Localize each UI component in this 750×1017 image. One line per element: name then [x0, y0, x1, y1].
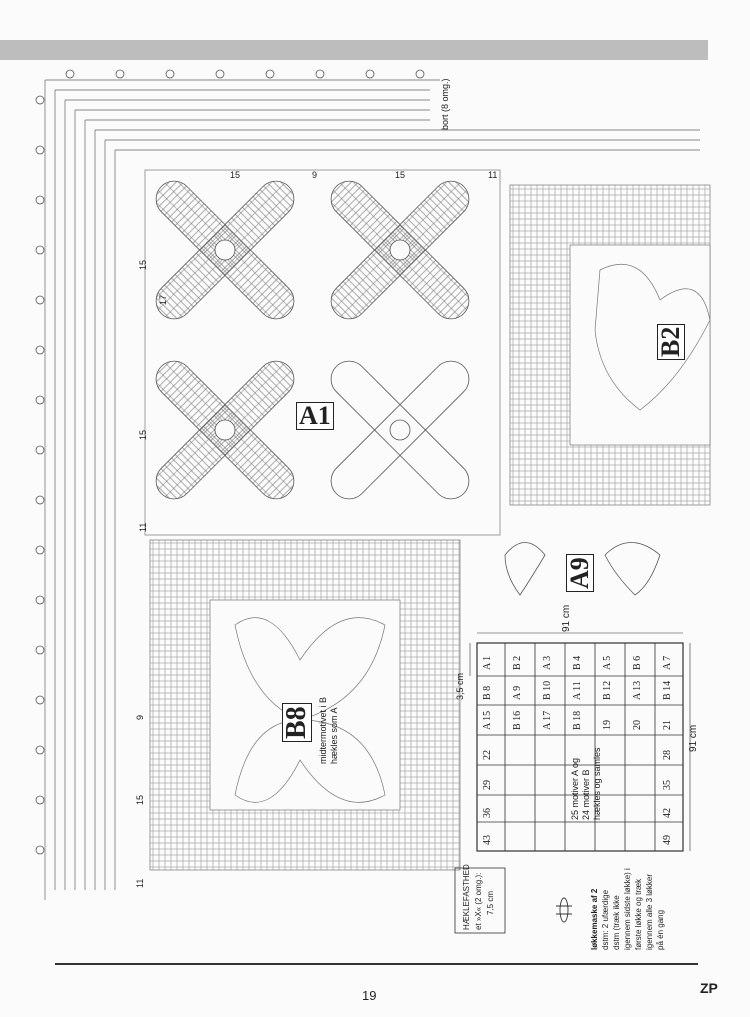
stitch-count: 11 [138, 522, 148, 532]
grid-cell: A 13 [632, 680, 643, 700]
grid-center-note-line1: 25 motiver A og [570, 757, 580, 820]
grid-cell: A 15 [482, 710, 493, 730]
grid-cell: 29 [482, 780, 493, 790]
motif-label-b8: B8 [281, 703, 312, 742]
motif-a1-group [144, 169, 501, 536]
grid-cell: A 9 [512, 685, 523, 700]
grid-center-note-line2: 24 motiver B [581, 769, 591, 820]
legend-line4: igennem sidste løkke) i [623, 868, 632, 950]
center-motif-note-line1: midtermotivet i B [318, 696, 328, 764]
motif-label-a9: A9 [565, 554, 594, 592]
stitch-count: 11 [135, 878, 145, 888]
grid-cell: A 11 [572, 681, 583, 700]
grid-cell: 35 [662, 780, 673, 790]
border-bands [44, 79, 700, 900]
grid-cell: B 10 [542, 680, 553, 700]
corner-mark: ZP [700, 980, 718, 996]
motif-label-b2: B2 [656, 323, 685, 360]
center-motif-note-line2: hækles som A [329, 707, 339, 764]
grid-cell: 28 [662, 750, 673, 760]
x-motif [155, 360, 295, 500]
footer-rule [55, 963, 698, 965]
grid-cell: 21 [662, 720, 673, 730]
grid-cell: B 4 [572, 655, 583, 670]
loop-stitch-symbol [556, 897, 572, 923]
gauge-line1: et »X« (2 omg.): [474, 872, 483, 930]
stitch-count: 15 [135, 794, 145, 805]
legend-line3: dstm (træk ikke [612, 895, 621, 950]
grid-cell: A 3 [542, 655, 553, 670]
page-number: 19 [362, 988, 377, 1003]
picot-edge-top [65, 69, 425, 79]
grid-cell: B 12 [602, 680, 613, 700]
grid-cell: 20 [632, 720, 643, 730]
motif-a9-hearts [504, 542, 661, 596]
grid-cell: A 7 [662, 655, 673, 670]
stitch-count: 11 [488, 170, 498, 180]
grid-cell-size-label: 3,5 cm [455, 672, 465, 700]
stitch-count: 9 [135, 714, 145, 720]
header-gray-band [0, 40, 708, 60]
motif-label-a1: A1 [296, 402, 334, 430]
legend-line7: på én gang [656, 909, 665, 950]
stitch-count: 9 [312, 170, 318, 180]
stitch-count: 15 [138, 429, 148, 440]
x-motif-outline [330, 360, 470, 500]
grid-cell: A 5 [602, 655, 613, 670]
legend-line2: dstm: 2 ufærdige [601, 889, 610, 950]
grid-cell: B 2 [512, 655, 523, 670]
grid-cell: 36 [482, 808, 493, 818]
stitch-count: 17 [158, 294, 168, 305]
grid-cell: 49 [662, 835, 673, 845]
border-label: bort (8 omg.) [440, 78, 450, 130]
grid-cell: 42 [662, 808, 673, 818]
grid-cell: B 8 [482, 685, 493, 700]
legend-line6: igennem alle 3 løkker [645, 873, 654, 950]
grid-width-label: 91 cm [561, 604, 572, 632]
grid-cell: A 1 [482, 655, 493, 670]
x-motif [330, 180, 470, 320]
layout-grid [469, 632, 691, 852]
gauge-box [454, 867, 506, 934]
stitch-count: 15 [395, 170, 406, 180]
gauge-line2: 7,5 cm [486, 890, 495, 915]
grid-cell: 19 [602, 720, 613, 730]
grid-height-label: 91 cm [688, 724, 699, 752]
stitch-count: 15 [230, 170, 241, 180]
grid-cell: B 18 [572, 710, 583, 730]
grid-cell: A 17 [542, 710, 553, 730]
gauge-title: HÆKLEFASTHED [462, 864, 471, 930]
grid-cell: 43 [482, 835, 493, 845]
grid-cell: B 14 [662, 680, 673, 700]
grid-cell: 22 [482, 750, 493, 760]
grid-cell: B 16 [512, 710, 523, 730]
picot-edge-left [35, 95, 45, 855]
legend-line5: første løkke og træk [634, 878, 643, 950]
x-motif [155, 180, 295, 320]
grid-cell: B 6 [632, 655, 643, 670]
legend-line1: løkkemaske af 2 [590, 888, 599, 950]
grid-center-note-line3: hækles og samles [592, 747, 602, 820]
stitch-count: 15 [138, 259, 148, 270]
